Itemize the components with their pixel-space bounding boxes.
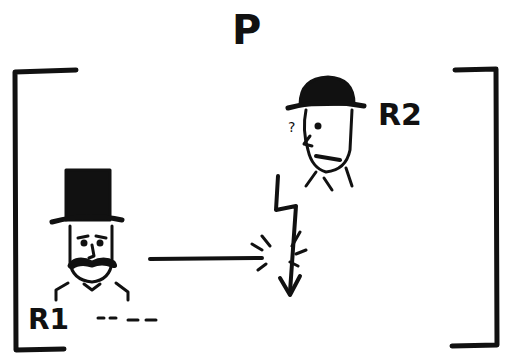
person-label: R2	[378, 100, 422, 130]
arrows	[98, 176, 306, 320]
r2-figure: ?	[288, 77, 364, 190]
svg-text:?: ?	[288, 119, 295, 135]
right-bracket	[452, 69, 497, 346]
frame-label: P	[232, 10, 261, 50]
person-label: R1	[28, 306, 69, 334]
r1-figure	[52, 170, 128, 300]
